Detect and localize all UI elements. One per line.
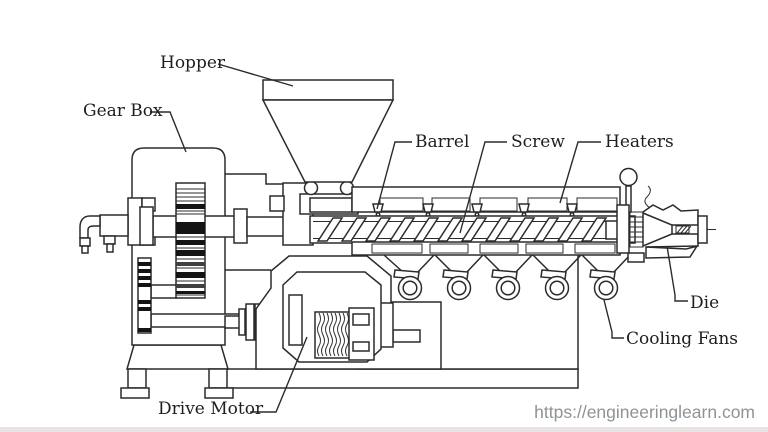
label-die: Die [690,293,720,313]
lubrication-pipe [79,214,129,254]
label-drive-motor: Drive Motor [158,399,264,419]
barrel-clamps [372,203,578,217]
fan-2 [442,269,472,301]
drive-motor-shape [224,255,442,370]
heaters-bottom [351,241,621,256]
leader-lines [150,63,688,413]
fan-4 [540,269,570,301]
fan-3 [491,269,521,301]
large-gear [175,182,206,299]
fan-5 [589,269,619,301]
label-cooling-fans: Cooling Fans [626,329,739,349]
footer-strip [0,427,768,432]
label-screw: Screw [511,132,565,152]
gear-box-shape [127,147,286,346]
watermark-url: https://engineeringlearn.com [534,402,755,422]
cooling-fans-shape [383,254,631,301]
hopper-shape [261,79,395,183]
die-shape [616,204,716,263]
label-gear-box: Gear Box [83,101,163,121]
label-hopper: Hopper [160,53,226,73]
small-gear [137,257,152,334]
fan-1 [393,269,423,301]
screw-shape [316,217,619,242]
label-barrel: Barrel [415,132,470,152]
label-heaters: Heaters [605,132,674,152]
gearbox-pedestal [120,344,234,399]
